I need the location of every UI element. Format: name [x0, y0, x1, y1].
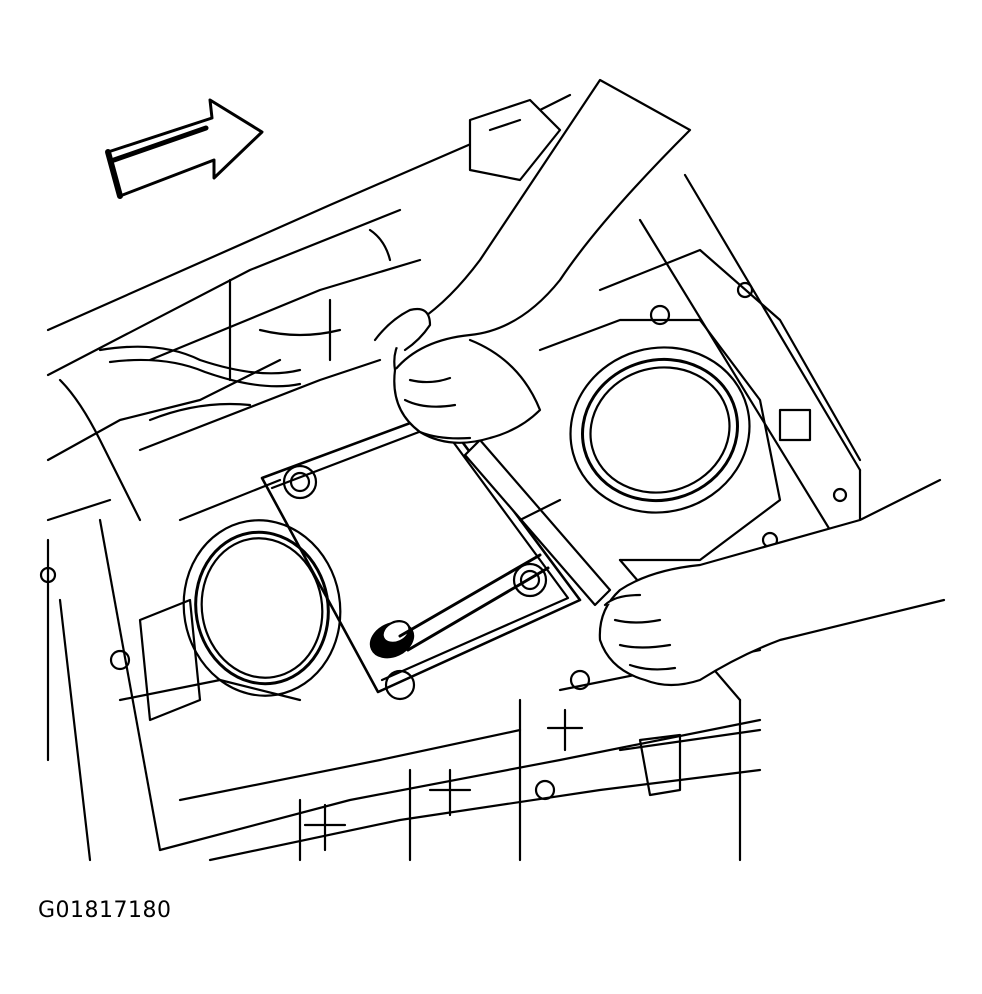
bolt — [369, 620, 415, 659]
tool-plate — [260, 410, 582, 694]
torque-wrench — [398, 438, 612, 652]
cylinder-bore-right — [569, 346, 751, 514]
engine-hoses — [98, 98, 562, 422]
direction-arrow-icon — [105, 98, 264, 199]
left-hand — [373, 78, 692, 444]
figure-id-label: G01817180 — [38, 898, 172, 923]
right-hand — [598, 478, 946, 687]
cylinder-bore-left — [182, 519, 342, 697]
engine-block — [39, 93, 862, 862]
